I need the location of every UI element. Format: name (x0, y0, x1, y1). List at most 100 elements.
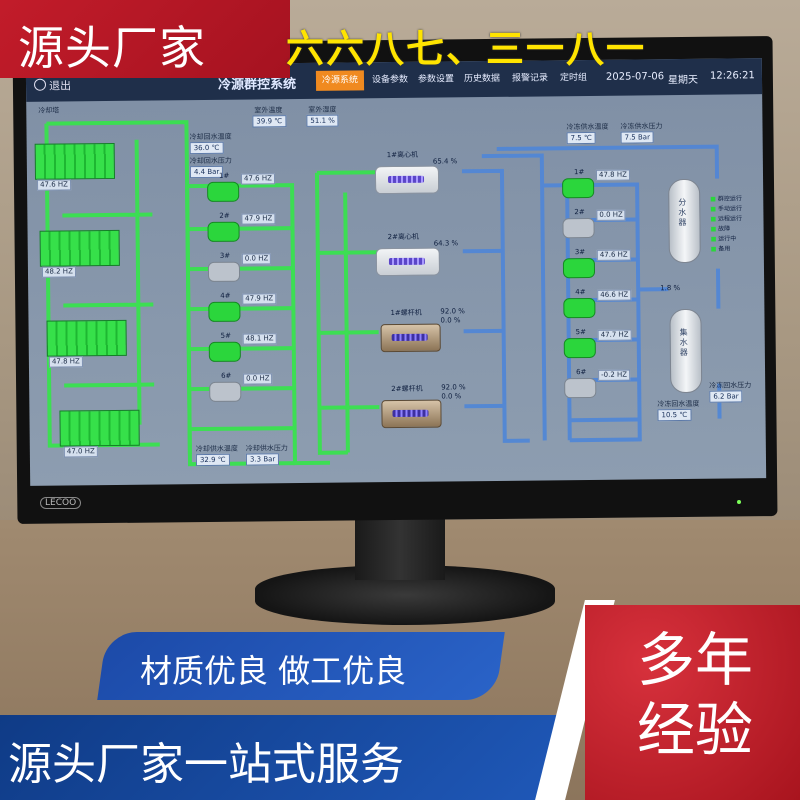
legend-item: 运行中 (711, 234, 743, 244)
cooling-pump-5[interactable] (208, 341, 241, 362)
promo-phone-text: 六六八七、三一八一 (286, 27, 647, 71)
cooling-pump-6[interactable] (209, 381, 242, 402)
chiller-coil (388, 257, 425, 266)
exit-button[interactable]: 退出 (33, 77, 72, 93)
cooling-pump-3[interactable] (207, 261, 241, 282)
cooling-pump-number: 5# (220, 331, 232, 340)
cooling-pump-number: 1# (218, 171, 230, 180)
chilled-pump-number: 1# (573, 168, 585, 177)
chiller-2-load: 64.3 % (433, 239, 459, 248)
cw-return-pressure-label: 冷却回水压力 (189, 156, 232, 166)
outdoor-humidity-value: 51.1 % (306, 114, 339, 127)
chilled-pump-number: 4# (575, 288, 586, 297)
screw-chiller-2[interactable] (381, 399, 442, 429)
chw-supply-pressure-value: 7.5 Bar (620, 131, 654, 144)
screw-2-extra: 0.0 % (441, 392, 462, 401)
chilled-pump-hz: 0.0 HZ (596, 209, 626, 221)
screw-2-name: 2#螺杆机 (391, 384, 423, 394)
monitor-brand-logo: LECOO (40, 497, 82, 509)
chilled-pump-5[interactable] (563, 337, 596, 359)
cooling-tower-4[interactable] (59, 409, 140, 447)
chilled-pump-number: 5# (575, 328, 587, 337)
status-legend: 群控运行 手动运行 远程运行 故障 运行中 备用 (710, 194, 742, 254)
legend-item: 群控运行 (710, 194, 742, 204)
chiller-coil (392, 409, 429, 418)
chilled-pump-number: 6# (576, 368, 587, 377)
chilled-pump-hz: -0.2 HZ (598, 369, 631, 381)
cw-supply-pressure-value: 3.3 Bar (245, 453, 280, 466)
cw-supply-temp-value: 32.9 ℃ (195, 453, 230, 467)
chilled-pump-hz: 46.6 HZ (597, 289, 632, 301)
cooling-pump-hz: 0.0 HZ (241, 253, 272, 265)
distributor-label: 分水器 (678, 197, 687, 228)
promo-bottom-bar (0, 715, 560, 800)
cooling-pump-hz: 47.6 HZ (240, 173, 275, 185)
chiller-coil (391, 333, 428, 342)
promo-experience-text: 多年经验 (636, 626, 753, 764)
cooling-pump-hz: 47.9 HZ (242, 293, 277, 305)
scada-screen: 退出 冷源群控系统 冷源系统 设备参数 参数设置 历史数据 报警记录 定时组 2… (25, 58, 767, 486)
collector-label: 集水器 (679, 327, 688, 358)
chilled-pump-number: 3# (574, 248, 586, 257)
legend-item: 手动运行 (710, 204, 742, 214)
bypass-valve-value: 1.8 % (660, 284, 681, 293)
promo-red-panel (585, 605, 800, 800)
screw-1-extra: 0.0 % (440, 316, 461, 325)
power-led (737, 500, 741, 504)
water-collector-tank[interactable]: 集水器 (669, 308, 703, 394)
water-distributor-tank[interactable]: 分水器 (668, 178, 701, 264)
promo-banner-top: 源头厂家 (0, 0, 290, 78)
power-icon (33, 78, 47, 91)
chilled-pump-hz: 47.6 HZ (596, 249, 631, 261)
chilled-pump-2[interactable] (562, 217, 595, 239)
cooling-pump-4[interactable] (208, 301, 241, 322)
legend-item: 备用 (711, 244, 743, 254)
screw-1-load: 92.0 % (440, 307, 465, 316)
chilled-pump-6[interactable] (564, 377, 597, 399)
chilled-pump-1[interactable] (562, 177, 595, 199)
chw-return-temp-label: 冷冻回水温度 (657, 399, 700, 409)
screw-2-load: 92.0 % (441, 383, 466, 392)
cooling-pump-2[interactable] (207, 221, 240, 242)
centrifugal-chiller-2[interactable] (375, 247, 441, 277)
cooling-tower-label: 冷却塔 (38, 106, 60, 115)
promo-top-text: 源头厂家 (18, 21, 206, 75)
outdoor-humidity-label: 室外湿度 (308, 105, 337, 114)
chw-return-temp-value: 10.5 ℃ (657, 408, 692, 422)
screw-chiller-1[interactable] (380, 323, 441, 353)
exit-label: 退出 (48, 79, 72, 93)
time-display: 12:26:21 (709, 70, 755, 82)
screw-1-name: 1#螺杆机 (390, 308, 422, 318)
cw-supply-pressure-label: 冷却供水压力 (245, 444, 288, 453)
centrifugal-chiller-1[interactable] (374, 165, 440, 195)
cooling-tower-3[interactable] (46, 319, 127, 357)
chiller-coil (387, 175, 425, 184)
cooling-pump-hz: 48.1 HZ (242, 333, 277, 345)
tower-3-hz: 47.8 HZ (48, 356, 83, 368)
cw-supply-temp-label: 冷却供水温度 (195, 444, 238, 454)
outdoor-temp-value: 39.9 ℃ (252, 115, 287, 128)
chilled-pump-4[interactable] (563, 297, 596, 319)
weekday-display: 星期天 (667, 74, 699, 87)
tower-2-hz: 48.2 HZ (41, 266, 76, 278)
cooling-pump-number: 3# (219, 251, 231, 260)
cooling-pump-1[interactable] (207, 181, 240, 202)
chilled-pump-hz: 47.8 HZ (595, 169, 630, 181)
tab-cooling-system[interactable]: 冷源系统 (315, 70, 365, 91)
cooling-pump-hz: 0.0 HZ (243, 373, 273, 385)
cooling-pump-number: 4# (220, 291, 231, 300)
chilled-pump-number: 2# (574, 208, 585, 217)
chilled-pump-hz: 47.7 HZ (597, 329, 632, 341)
promo-bottom-text: 源头厂家一站式服务 (8, 739, 404, 790)
chw-return-pressure-value: 6.2 Bar (709, 390, 743, 403)
chilled-pump-3[interactable] (562, 257, 596, 279)
chw-supply-pressure-label: 冷冻供水压力 (620, 122, 663, 131)
cooling-pump-number: 6# (221, 371, 232, 380)
cooling-pump-number: 2# (219, 211, 230, 220)
cooling-pump-hz: 47.9 HZ (241, 213, 276, 225)
chiller-1-name: 1#离心机 (386, 150, 419, 160)
chw-return-pressure-label: 冷冻回水压力 (709, 381, 752, 390)
cooling-tower-1[interactable] (34, 142, 116, 180)
chiller-2-name: 2#离心机 (387, 232, 420, 242)
cooling-tower-2[interactable] (39, 229, 120, 267)
